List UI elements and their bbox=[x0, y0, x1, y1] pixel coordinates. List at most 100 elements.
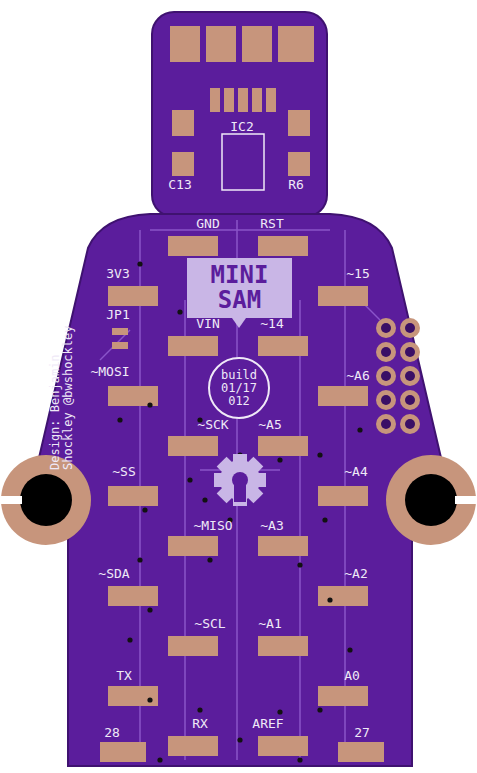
pin-label: JP1 bbox=[106, 308, 129, 322]
traces bbox=[100, 220, 380, 760]
via bbox=[327, 597, 332, 602]
designer-credit: Design: Benjamin Shockley @bwshockley bbox=[49, 300, 75, 470]
copper-pad bbox=[242, 26, 272, 62]
pin-label: 28 bbox=[104, 726, 120, 740]
header-ring bbox=[400, 366, 420, 386]
via bbox=[117, 417, 122, 422]
pin-label: ~A2 bbox=[344, 567, 367, 581]
copper-pad bbox=[318, 286, 368, 306]
copper-pad bbox=[338, 742, 384, 762]
via bbox=[197, 707, 202, 712]
pin-label: ~SDA bbox=[98, 567, 129, 581]
mini-sam-pointer bbox=[232, 318, 246, 328]
via bbox=[322, 517, 327, 522]
copper-pad bbox=[258, 536, 308, 556]
via bbox=[277, 709, 282, 714]
title-panel: MINI SAM bbox=[187, 258, 292, 318]
header-hole bbox=[405, 395, 415, 405]
header-hole bbox=[381, 395, 391, 405]
copper-pad bbox=[318, 586, 368, 606]
via bbox=[147, 402, 152, 407]
header-hole bbox=[405, 371, 415, 381]
header-hole bbox=[381, 419, 391, 429]
copper-pad bbox=[168, 636, 218, 656]
copper-pad bbox=[108, 486, 158, 506]
copper-pad bbox=[168, 736, 218, 756]
via bbox=[127, 637, 132, 642]
copper-pad bbox=[168, 536, 218, 556]
copper-pad bbox=[206, 26, 236, 62]
copper-pad bbox=[172, 152, 194, 176]
pin-label: ~A4 bbox=[344, 465, 367, 479]
gear-slot bbox=[234, 480, 246, 502]
ic2-outline bbox=[222, 134, 264, 190]
pin-label: IC2 bbox=[230, 120, 253, 134]
via bbox=[297, 562, 302, 567]
header-hole bbox=[381, 371, 391, 381]
pin-label: C13 bbox=[168, 178, 191, 192]
pin-label: ~MISO bbox=[193, 519, 232, 533]
pin-label: AREF bbox=[252, 717, 283, 731]
pin-label: ~A5 bbox=[258, 418, 281, 432]
copper-pad bbox=[168, 236, 218, 256]
copper-pad bbox=[318, 486, 368, 506]
header-ring bbox=[400, 318, 420, 338]
header-ring bbox=[376, 414, 396, 434]
via bbox=[147, 697, 152, 702]
pin-label: ~A1 bbox=[258, 617, 281, 631]
header-ring bbox=[376, 318, 396, 338]
pin-label: 3V3 bbox=[106, 267, 129, 281]
pin-label: ~14 bbox=[260, 317, 283, 331]
header-hole bbox=[405, 347, 415, 357]
header-ring bbox=[376, 390, 396, 410]
pin-label: VIN bbox=[196, 317, 219, 331]
pin-label: 27 bbox=[354, 726, 370, 740]
pin-label: ~MOSI bbox=[90, 365, 129, 379]
copper-pad bbox=[258, 636, 308, 656]
header-hole bbox=[405, 323, 415, 333]
copper-pad bbox=[108, 686, 158, 706]
node-text: build 01/17 012 bbox=[216, 369, 262, 408]
build-circle-outline bbox=[209, 358, 269, 418]
header-ring bbox=[376, 342, 396, 362]
header-ring bbox=[400, 342, 420, 362]
via bbox=[347, 647, 352, 652]
pin-label: ~A3 bbox=[260, 519, 283, 533]
copper-pad bbox=[100, 742, 146, 762]
via bbox=[277, 457, 282, 462]
via bbox=[297, 757, 302, 762]
header-ring bbox=[400, 390, 420, 410]
pin-header bbox=[376, 318, 420, 434]
copper-pad bbox=[168, 436, 218, 456]
oshw-logo bbox=[214, 454, 266, 506]
via bbox=[157, 757, 162, 762]
copper-pad bbox=[108, 286, 158, 306]
copper-pad bbox=[210, 88, 220, 112]
copper-pad bbox=[170, 26, 200, 62]
via bbox=[207, 557, 212, 562]
header-hole bbox=[381, 347, 391, 357]
copper-pad bbox=[258, 236, 308, 256]
pin-label: ~SCK bbox=[197, 418, 228, 432]
via bbox=[137, 557, 142, 562]
via bbox=[187, 477, 192, 482]
pin-label: RX bbox=[192, 717, 208, 731]
header-hole bbox=[381, 323, 391, 333]
copper-pad bbox=[252, 88, 262, 112]
copper-pad bbox=[266, 88, 276, 112]
header-ring bbox=[400, 414, 420, 434]
header-hole bbox=[405, 419, 415, 429]
copper-pad bbox=[112, 342, 128, 349]
via bbox=[137, 261, 142, 266]
board-outline bbox=[0, 12, 477, 766]
pin-label: RST bbox=[260, 217, 283, 231]
pin-label: ~A6 bbox=[346, 369, 369, 383]
node-text: MINI SAM bbox=[190, 263, 290, 313]
copper-pads bbox=[100, 26, 384, 762]
copper-pad bbox=[258, 736, 308, 756]
copper-pad bbox=[258, 436, 308, 456]
copper-pad bbox=[288, 110, 310, 136]
vias bbox=[117, 261, 362, 762]
copper-pad bbox=[278, 26, 314, 62]
